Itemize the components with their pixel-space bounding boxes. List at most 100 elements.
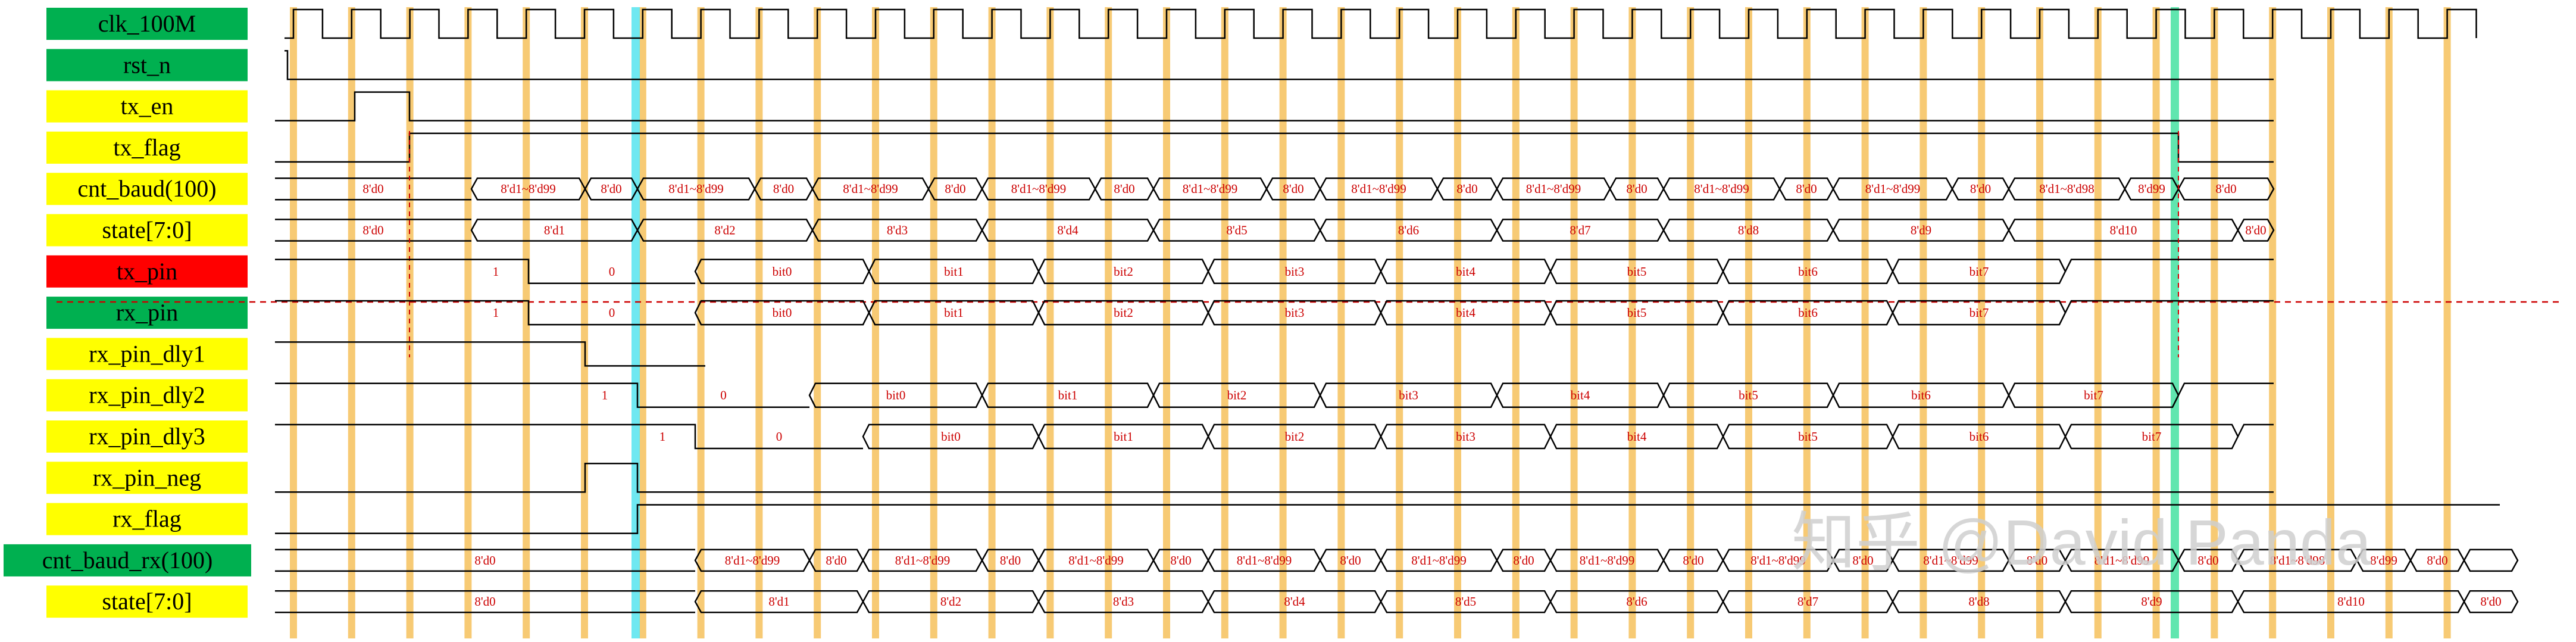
cnt-baud-value: 8'd1~8'd99 [843, 182, 898, 196]
state-tx-value: 8'd3 [887, 223, 908, 238]
tx-pin-value: bit4 [1456, 264, 1475, 279]
rx-pin-value: 0 [609, 306, 615, 320]
tx-pin-value: bit3 [1285, 264, 1305, 279]
rx-pin-dly3-value: bit2 [1285, 429, 1305, 444]
state-rx-value: 8'd6 [1626, 594, 1647, 609]
signal-label-bg [46, 49, 248, 82]
clock-edge-stripe [2443, 7, 2451, 638]
highlight-stripe [2171, 7, 2179, 638]
rx-pin-dly3-value: 1 [659, 429, 666, 444]
clock-edge-stripe [2211, 7, 2218, 638]
cnt-baud-value: 8'd99 [2138, 182, 2165, 196]
clock-edge-stripe [1978, 7, 1986, 638]
clock-edge-stripe [1570, 7, 1578, 638]
cnt-baud-rx-value: 8'd0 [1683, 553, 1703, 568]
rx-pin-dly2-value: bit3 [1399, 388, 1418, 403]
cnt-baud-value: 8'd1~8'd99 [1526, 182, 1581, 196]
cnt-baud-rx-value: 8'd0 [1170, 553, 1191, 568]
state-rx-value: 8'd8 [1968, 594, 1989, 609]
cnt-baud-rx-value: 8'd0 [474, 553, 495, 568]
cnt-baud-rx-value: 8'd0 [1000, 553, 1021, 568]
signal-label-bg [46, 462, 248, 494]
state-tx-value: 8'd0 [362, 223, 383, 238]
rx-pin-dly1-waveform [275, 341, 705, 367]
clock-edge-stripes [290, 7, 2451, 638]
cnt-baud-rx-value: 8'd1~8'd99 [2094, 553, 2149, 568]
clock-edge-stripe [1105, 7, 1112, 638]
cnt-baud-rx-value: 8'd1~8'd99 [1750, 553, 1805, 568]
rx-pin-dly2-value: 1 [602, 388, 608, 403]
state-tx-value: 8'd9 [1911, 223, 1931, 238]
state-rx-segment [2463, 590, 2519, 613]
cnt-baud-rx-value: 8'd1~8'd99 [1237, 553, 1292, 568]
clock-edge-stripe [290, 7, 297, 638]
state-rx-value: 8'd1 [768, 594, 789, 609]
value-labels: 8'd0 8'd1~8'd99 8'd0 8'd1~8'd99 8'd0 8'd1~8'd… [362, 182, 2501, 609]
watermark: 知乎 @David Panda [1792, 506, 2372, 578]
state-rx-value: 8'd0 [2480, 594, 2501, 609]
clock-edge-stripe [814, 7, 821, 638]
signal-labels: clk_100Mrst_ntx_entx_flagcnt_baud(100)st… [4, 8, 251, 618]
cnt-baud-rx-value: 8'd0 [2427, 553, 2447, 568]
rx-pin-dly2-idle [275, 382, 809, 408]
state-tx-segment [2237, 219, 2275, 242]
clock-edge-stripe [1861, 7, 1869, 638]
tx-pin-value: bit0 [773, 264, 792, 279]
cnt-baud-value: 8'd1~8'd98 [2039, 182, 2094, 196]
rx-pin-dly3-stop [2237, 423, 2274, 437]
signal-label-bg [46, 379, 248, 412]
signal-label-bg [46, 173, 248, 205]
clock-edge-stripe [581, 7, 588, 638]
cnt-baud-rx-value: 8'd0 [1852, 553, 1873, 568]
clock-edge-stripe [2327, 7, 2334, 638]
rx-pin-dly2-value: bit4 [1571, 388, 1590, 403]
rx-pin-value: bit0 [773, 306, 792, 320]
tx-pin-value: bit2 [1114, 264, 1133, 279]
rx-pin-value: bit2 [1114, 306, 1133, 320]
cnt-baud-value: 8'd1~8'd99 [1011, 182, 1066, 196]
state-rx-value: 8'd0 [474, 594, 495, 609]
rx-flag-waveform [275, 504, 2500, 534]
rx-pin-dly3-value: bit7 [2142, 429, 2162, 444]
signal-label-bg [46, 8, 248, 40]
signal-label: cnt_baud(100) [77, 175, 216, 202]
state-tx-value: 8'd6 [1398, 223, 1419, 238]
cnt-baud-rx-value: 8'd1~8'd99 [1068, 553, 1123, 568]
clock-edge-stripe [1628, 7, 1636, 638]
rx-pin-stop [2064, 300, 2274, 313]
rx-pin-dly2-value: bit5 [1739, 388, 1758, 403]
tx-pin-value: bit5 [1627, 264, 1647, 279]
cnt-baud-value: 8'd1~8'd99 [501, 182, 555, 196]
clock-edge-stripe [1163, 7, 1170, 638]
state-tx-value: 8'd0 [2245, 223, 2266, 238]
rx-pin-value: bit1 [944, 306, 964, 320]
state-tx-value: 8'd5 [1226, 223, 1247, 238]
cnt-baud-rx-value: 8'd1~8'd99 [725, 553, 780, 568]
signal-label-bg [46, 338, 248, 370]
rx-pin-dly3-value: bit1 [1114, 429, 1133, 444]
signal-label: state[7:0] [102, 217, 192, 244]
clock-edge-stripe [2152, 7, 2160, 638]
state-rx-value: 8'd4 [1284, 594, 1305, 609]
rst-n-waveform [285, 50, 2274, 80]
cnt-baud-value: 8'd0 [1970, 182, 1991, 196]
signal-label-bg [46, 503, 248, 535]
clock-edge-stripe [1745, 7, 1752, 638]
rx-pin-value: bit7 [1969, 306, 1989, 320]
rx-pin-dly2-value: bit6 [1911, 388, 1931, 403]
cnt-baud-rx-value: 8'd0 [2027, 553, 2047, 568]
rx-pin-dly2-value: bit2 [1227, 388, 1247, 403]
tx-pin-value: 1 [493, 264, 499, 279]
cnt-baud-value: 8'd0 [1796, 182, 1817, 196]
highlight-stripe [632, 7, 640, 638]
rx-pin-value: bit3 [1285, 306, 1305, 320]
cnt-baud-value: 8'd1~8'd99 [1351, 182, 1406, 196]
signal-label: clk_100M [98, 10, 196, 37]
clock-edge-stripe [930, 7, 937, 638]
state-tx-value: 8'd2 [714, 223, 735, 238]
clock-edge-stripe [1279, 7, 1287, 638]
signal-label: state[7:0] [102, 588, 192, 615]
waveforms [57, 8, 2559, 613]
signal-label: rst_n [123, 51, 171, 78]
rx-pin-dly2-value: bit7 [2084, 388, 2103, 403]
